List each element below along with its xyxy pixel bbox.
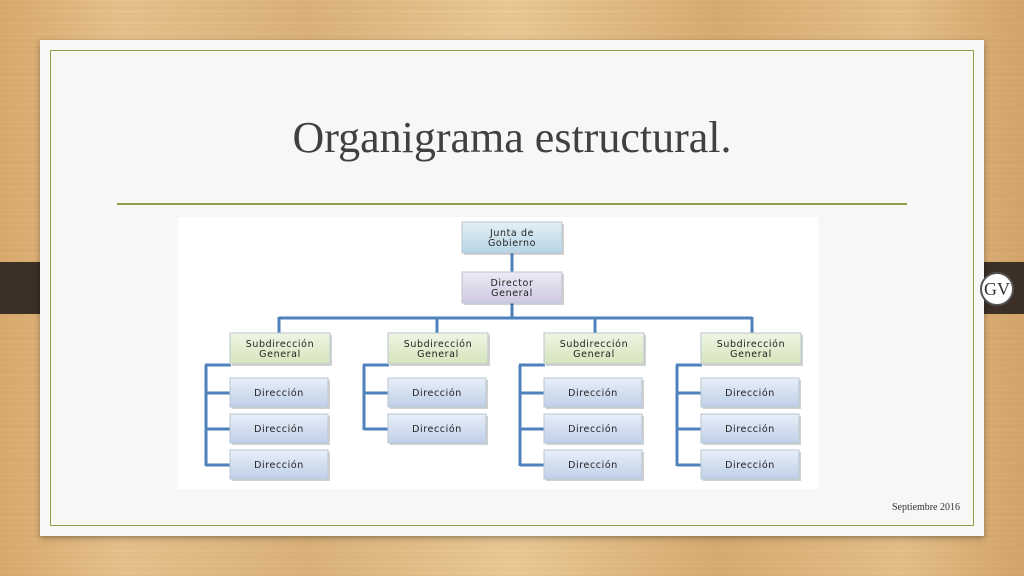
direccion-box (700, 413, 800, 444)
slide-title: Organigrama estructural. (292, 113, 732, 162)
direccion-box-label: Dirección (568, 424, 618, 435)
direccion-box-label: Dirección (725, 460, 775, 471)
subdireccion-general-box-label: Subdirección (404, 339, 472, 350)
footer-date: Septiembre 2016 (891, 502, 960, 513)
direccion-box-label: Dirección (412, 388, 462, 399)
subdireccion-general-box-label: Subdirección (717, 339, 785, 350)
subdireccion-general-box-label: Subdirección (246, 339, 314, 350)
junta-de-gobierno-box-label: Junta de (489, 228, 534, 239)
subdireccion-general-box (387, 332, 489, 365)
subdireccion-general-box-label: General (730, 349, 772, 360)
logo-icon: GV (980, 272, 1014, 306)
direccion-box-label: Dirección (568, 388, 618, 399)
direccion-box (700, 377, 800, 408)
direccion-box-label: Dirección (254, 388, 304, 399)
org-chart-svg: Junta deGobiernoDirectorGeneralSubdirecc… (204, 221, 803, 481)
junta-de-gobierno-box-label: Gobierno (488, 238, 536, 249)
junta-de-gobierno-box (461, 221, 563, 254)
direccion-box-label: Dirección (254, 460, 304, 471)
direccion-box (229, 377, 329, 408)
subdireccion-general-box (543, 332, 645, 365)
direccion-box (229, 413, 329, 444)
direccion-box-label: Dirección (412, 424, 462, 435)
direccion-box (543, 377, 643, 408)
direccion-box (387, 377, 487, 408)
direccion-box-label: Dirección (725, 424, 775, 435)
subdireccion-general-box-label: General (573, 349, 615, 360)
director-general-box-label: Director (491, 278, 534, 289)
subdireccion-general-box (700, 332, 802, 365)
direccion-box (387, 413, 487, 444)
direccion-box (543, 449, 643, 480)
direccion-box (543, 413, 643, 444)
director-general-box (461, 271, 563, 304)
direccion-box-label: Dirección (725, 388, 775, 399)
subdireccion-general-box-label: Subdirección (560, 339, 628, 350)
title-divider (117, 203, 907, 205)
direccion-box (229, 449, 329, 480)
direccion-box (700, 449, 800, 480)
direccion-box-label: Dirección (254, 424, 304, 435)
subdireccion-general-box (229, 332, 331, 365)
direccion-box-label: Dirección (568, 460, 618, 471)
slide-border (50, 50, 974, 526)
subdireccion-general-box-label: General (259, 349, 301, 360)
subdireccion-general-box-label: General (417, 349, 459, 360)
director-general-box-label: General (491, 288, 533, 299)
